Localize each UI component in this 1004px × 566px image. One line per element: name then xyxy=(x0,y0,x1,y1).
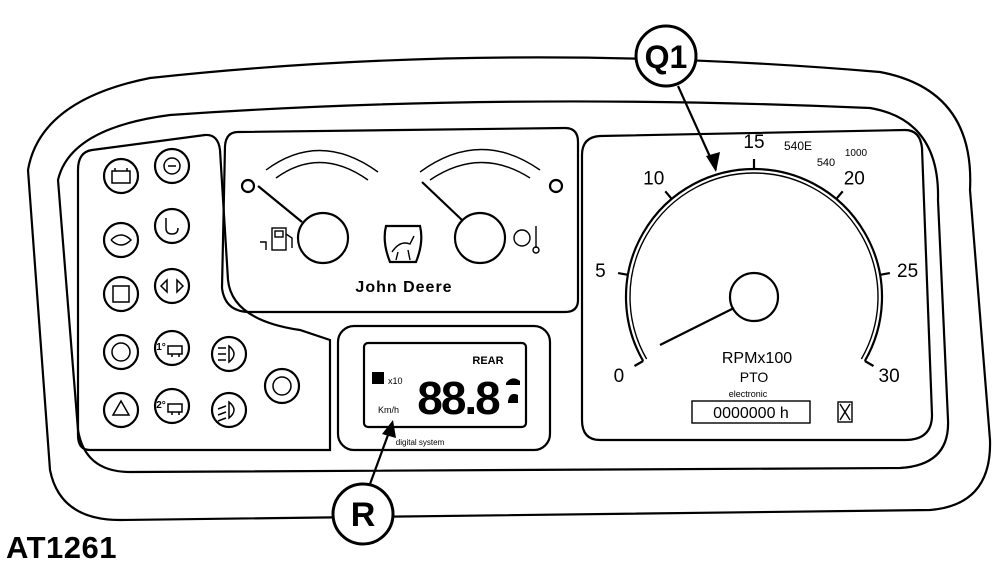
warning-light-ring xyxy=(102,275,140,313)
digital-display: REAR x10 Km/h 88.8 digital system xyxy=(372,355,520,447)
cluster-housing xyxy=(26,56,992,522)
fuel-gauge xyxy=(240,149,379,265)
callout-q1-label: Q1 xyxy=(645,39,688,75)
tortoise-hare-icon xyxy=(506,378,520,403)
tachometer-tick xyxy=(835,190,844,200)
tachometer-tick-label: 25 xyxy=(897,261,918,282)
park-brake-icon xyxy=(112,285,130,303)
trailer-number-label: 2° xyxy=(156,400,166,411)
warning-light-ring xyxy=(210,335,248,373)
headlight-high-icon xyxy=(218,344,235,364)
fuel-gauge-reserve-dot xyxy=(240,178,256,194)
warning-light-ring xyxy=(153,267,191,305)
fuel-gauge-scale-arc xyxy=(265,149,379,173)
temperature-gauge-hub xyxy=(453,211,507,265)
gauges-panel xyxy=(220,126,580,314)
display-unit: Km/h xyxy=(378,405,399,415)
warning-light-ring xyxy=(153,387,191,425)
display-caption: digital system xyxy=(396,438,445,447)
tachometer-tick xyxy=(879,271,891,276)
warning-light-ring xyxy=(153,329,191,367)
fuel-pump-icon xyxy=(260,227,293,251)
john-deere-logo xyxy=(383,224,423,264)
warning-light-ring xyxy=(102,221,140,259)
tachometer-tick xyxy=(633,360,644,367)
temperature-gauge-scale-arc xyxy=(419,148,541,173)
headlight-low-icon xyxy=(217,400,235,422)
hour-meter-box xyxy=(691,400,811,424)
temperature-gauge-scale-arc-inner xyxy=(429,161,531,181)
trailer-number-label: 1° xyxy=(156,342,166,353)
warning-light-ring xyxy=(102,333,140,371)
cluster-bezel xyxy=(56,100,950,474)
display-readout: 88.8 xyxy=(417,372,500,424)
tachometer-tick xyxy=(664,190,673,200)
callout-q1: Q1 xyxy=(634,24,720,172)
lcd-screen xyxy=(362,341,528,429)
hydraulic-icon xyxy=(165,218,179,235)
temperature-gauge xyxy=(419,148,564,265)
brand-wordmark: John Deere xyxy=(355,279,452,296)
brake-fluid-icon xyxy=(111,399,131,416)
tachometer-tick xyxy=(864,360,875,367)
warning-light-ring xyxy=(102,157,140,195)
trailer-2-icon xyxy=(167,403,183,415)
warning-light-ring xyxy=(210,391,248,429)
warning-lights: 1° 2° xyxy=(102,147,301,429)
display-housing xyxy=(336,324,552,452)
battery-icon xyxy=(111,168,131,184)
tachometer-pto-label: PTO xyxy=(740,369,769,385)
warning-light-ring xyxy=(263,367,301,405)
fuel-gauge-scale-arc-inner xyxy=(275,161,369,181)
display-mode-label: REAR xyxy=(472,355,503,367)
tachometer-inner-arc xyxy=(629,172,879,360)
engine-oil-icon xyxy=(110,234,133,246)
callout-r-label: R xyxy=(351,496,376,534)
display-multiplier: x10 xyxy=(388,376,403,386)
tachometer: 0 5 10 15 20 25 30 540E 540 1000 RPMx100 PTO elec… xyxy=(595,132,918,424)
tachometer-unit-label: RPMx100 xyxy=(722,350,792,367)
tachometer-tick-label: 30 xyxy=(879,366,900,387)
pto-mark-label: 540E xyxy=(784,139,812,153)
pto-mark-label: 540 xyxy=(817,157,835,169)
callout-r: R xyxy=(331,420,396,546)
tachometer-tick-label: 20 xyxy=(844,168,865,189)
figure-id: AT1261 xyxy=(6,530,117,565)
tachometer-tick-label: 15 xyxy=(743,132,764,153)
pto-mark-label: 1000 xyxy=(845,148,868,159)
tachometer-needle xyxy=(659,307,735,346)
tachometer-ticks: 0 5 10 15 20 25 30 540E 540 1000 xyxy=(595,132,918,387)
tachometer-hub xyxy=(728,271,780,323)
warning-light-ring xyxy=(102,391,140,429)
temperature-gauge-needle xyxy=(421,181,463,221)
tachometer-tick xyxy=(617,271,629,276)
coolant-temperature-icon xyxy=(513,226,540,254)
tachometer-tick-label: 0 xyxy=(614,366,625,387)
tachometer-tick-label: 5 xyxy=(595,261,606,282)
hour-meter-caption: electronic xyxy=(729,389,768,399)
brake-warning-icon xyxy=(272,376,292,396)
fuel-gauge-needle xyxy=(257,185,303,223)
temperature-gauge-end-dot xyxy=(548,178,564,194)
parking-icon xyxy=(111,342,131,362)
fuel-gauge-hub xyxy=(296,211,350,265)
tachometer-panel xyxy=(580,128,934,442)
pto-display-icon xyxy=(372,372,384,384)
hour-meter-symbol xyxy=(837,401,853,423)
turn-signal-icon xyxy=(159,278,185,294)
trailer-1-icon xyxy=(167,345,183,357)
warning-light-panel xyxy=(76,133,332,452)
tachometer-outer-arc xyxy=(624,167,884,362)
warning-light-ring xyxy=(153,147,191,185)
air-filter-icon xyxy=(163,157,181,175)
warning-light-ring xyxy=(153,207,191,245)
tachometer-tick-label: 10 xyxy=(643,168,664,189)
hour-meter-value: 0000000 h xyxy=(713,405,789,422)
